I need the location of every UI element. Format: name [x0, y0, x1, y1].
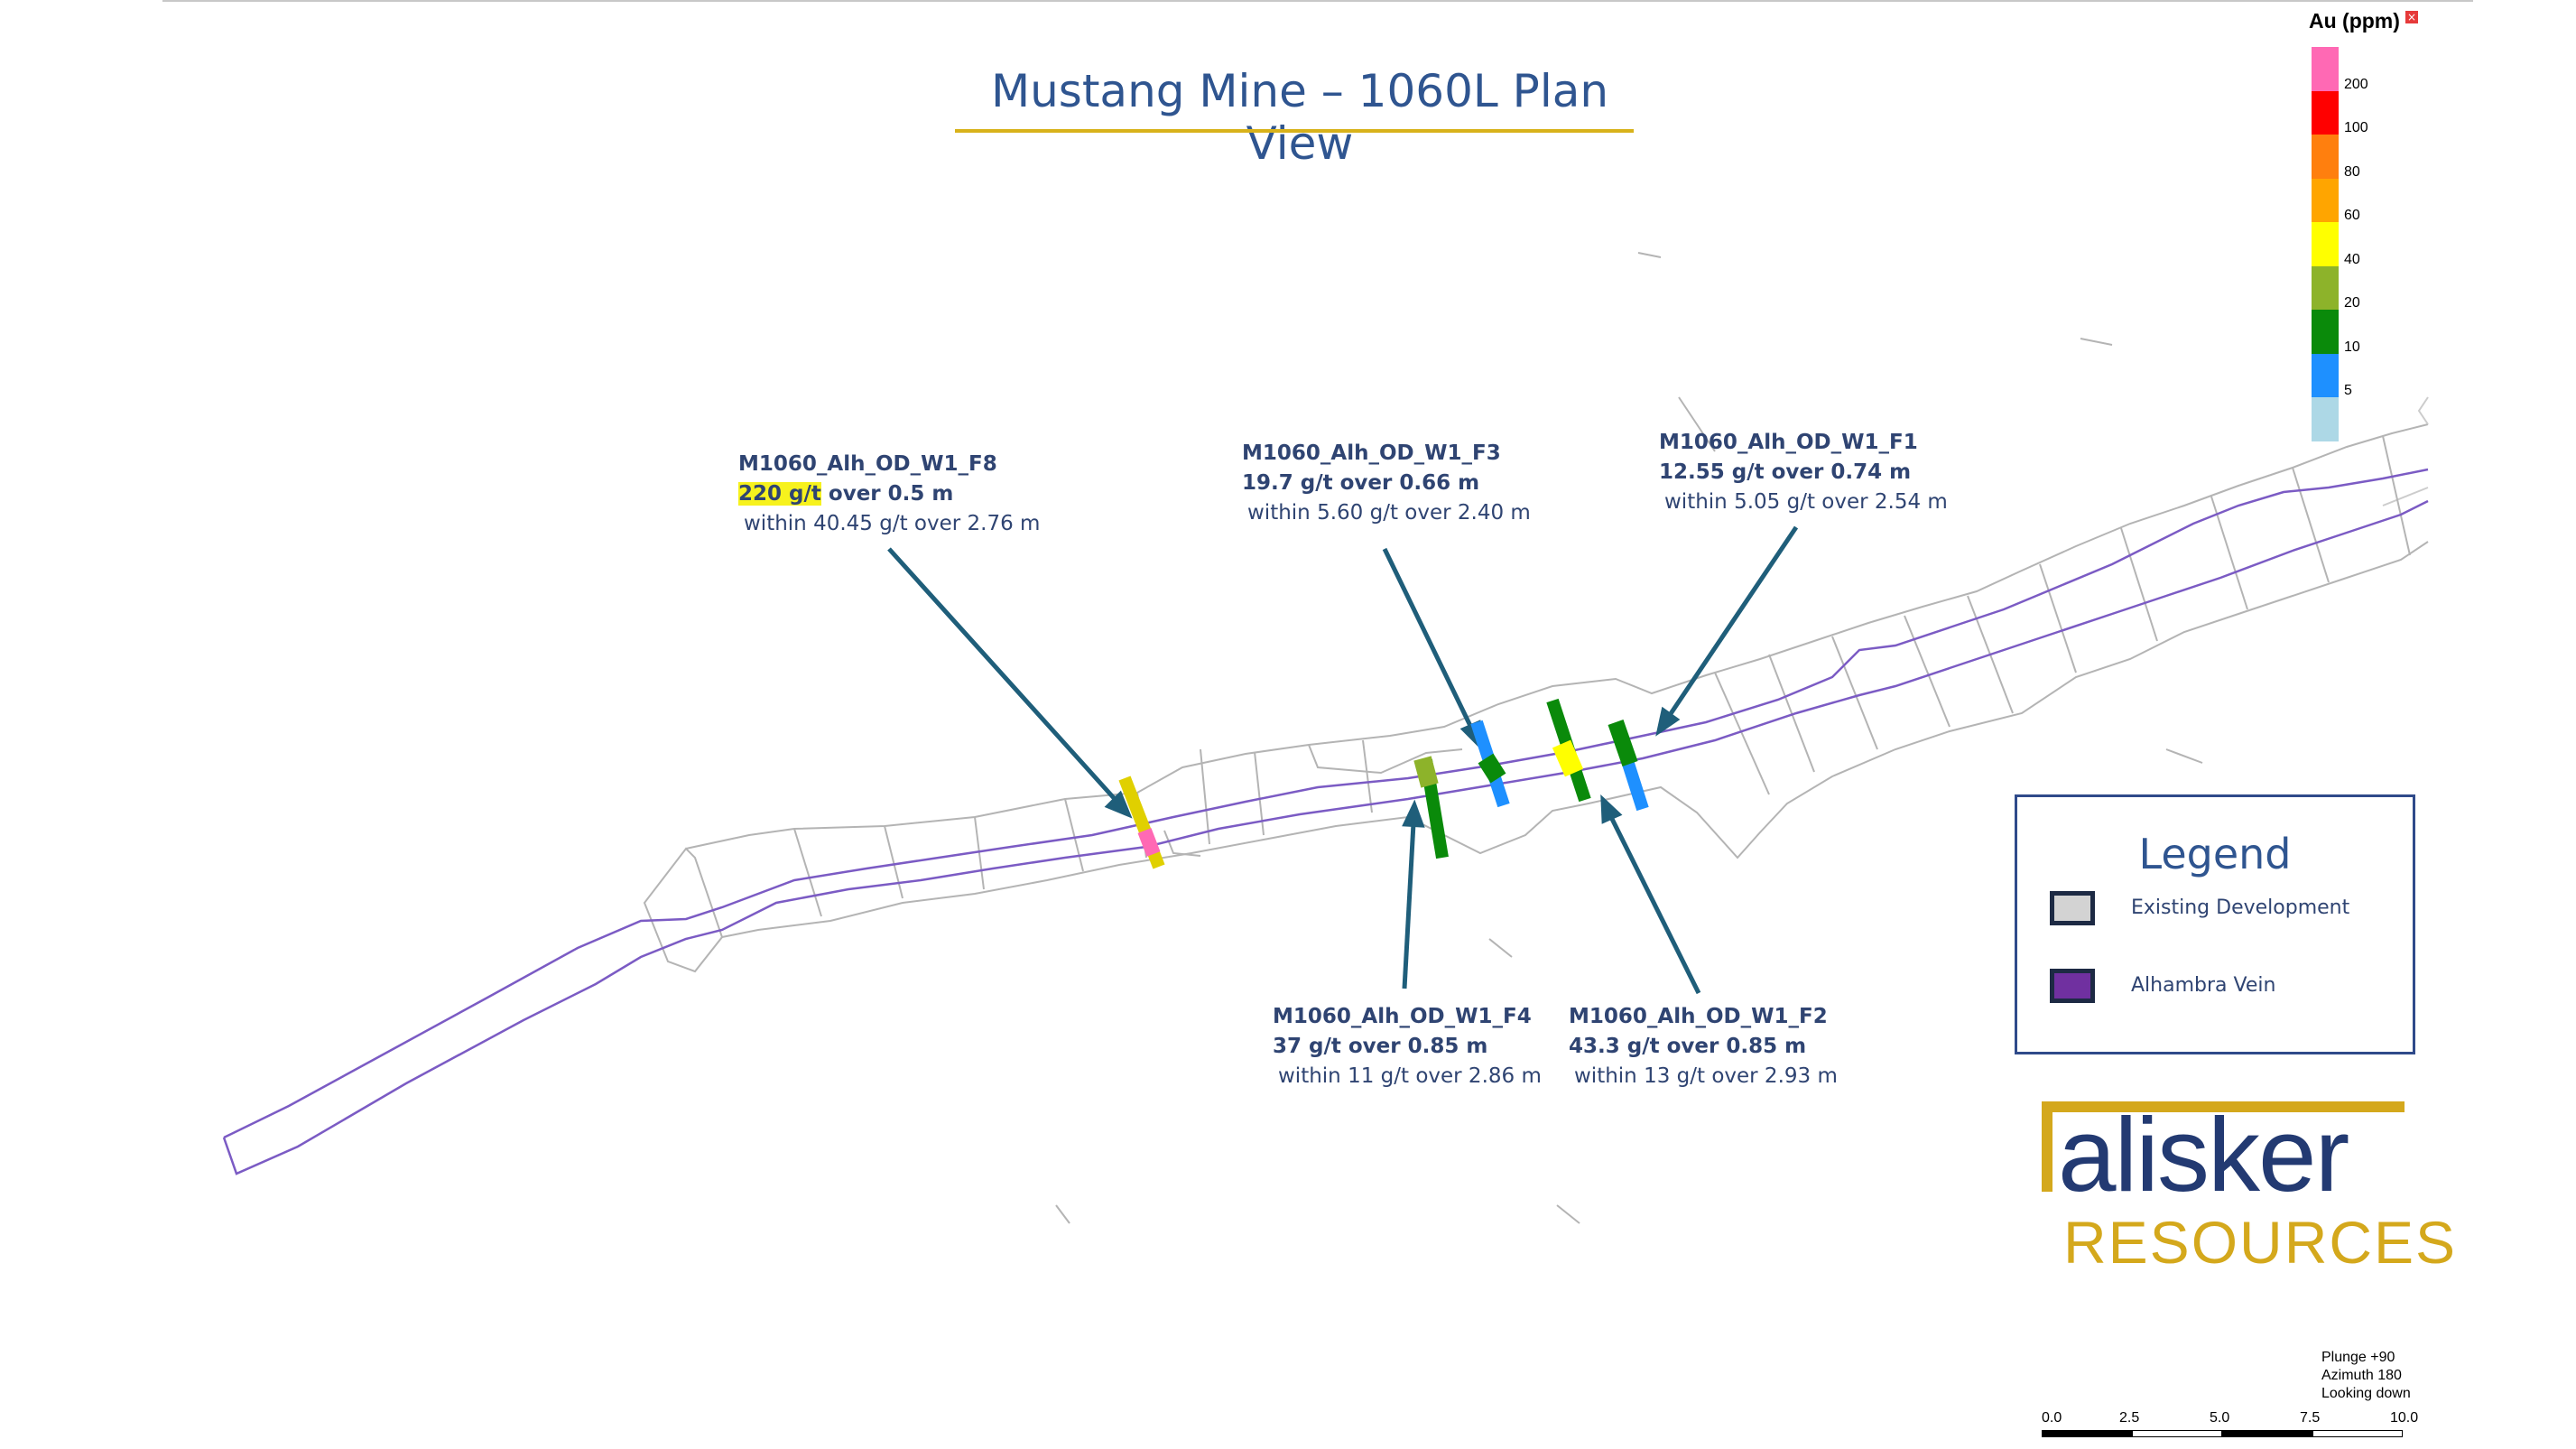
annotation-f8-grade-rest: over 0.5 m: [820, 482, 954, 506]
colorbar-swatch: [2312, 310, 2339, 354]
annotation-f3-within: within 5.60 g/t over 2.40 m: [1247, 501, 1531, 525]
view-plunge: Plunge +90: [2321, 1350, 2395, 1365]
annotation-f2-within: within 13 g/t over 2.93 m: [1574, 1064, 1838, 1088]
annotation-f3-grade: 19.7 g/t over 0.66 m: [1242, 471, 1480, 495]
development-cross-cuts: [793, 252, 2411, 1224]
annotation-f3-name: M1060_Alh_OD_W1_F3: [1242, 441, 1501, 465]
legend-swatch-existing-development: [2050, 891, 2095, 925]
scale-bar-segment: [2132, 1430, 2222, 1437]
drill-hole-f3: [1470, 720, 1510, 808]
annotation-f4: M1060_Alh_OD_W1_F4 37 g/t over 0.85 m wi…: [1273, 1002, 1542, 1091]
logo-brand: alisker: [2058, 1096, 2349, 1213]
colorbar-swatch: [2312, 222, 2339, 266]
logo-t-stem: [2042, 1112, 2052, 1192]
colorbar-close-icon[interactable]: ×: [2405, 11, 2418, 23]
annotation-f1: M1060_Alh_OD_W1_F1 12.55 g/t over 0.74 m…: [1659, 428, 1948, 517]
annotation-f1-grade: 12.55 g/t over 0.74 m: [1659, 460, 1912, 484]
colorbar-tick-label: 10: [2344, 339, 2360, 355]
scale-bar-segment: [2042, 1430, 2132, 1437]
logo-t-bar: [2042, 1101, 2405, 1112]
view-looking: Looking down: [2321, 1386, 2411, 1401]
view-orientation: Plunge +90 Azimuth 180 Looking down: [2321, 1349, 2411, 1403]
colorbar-swatch: [2312, 178, 2339, 223]
drill-hole-f8: [1118, 776, 1165, 869]
annotation-f8: M1060_Alh_OD_W1_F8 220 g/t over 0.5 m wi…: [738, 450, 1040, 539]
colorbar-swatch: [2312, 47, 2339, 91]
colorbar-tick-label: 60: [2344, 208, 2360, 223]
annotation-f8-name: M1060_Alh_OD_W1_F8: [738, 452, 997, 476]
annotation-f3: M1060_Alh_OD_W1_F3 19.7 g/t over 0.66 m …: [1242, 439, 1531, 528]
view-azimuth: Azimuth 180: [2321, 1368, 2402, 1383]
scale-bar-label: 5.0: [2210, 1410, 2230, 1426]
drill-intersections: [1118, 698, 1649, 869]
legend-box: Legend Existing Development Alhambra Vei…: [2015, 794, 2415, 1054]
colorbar-swatch: [2312, 135, 2339, 179]
scale-bar-label: 0.0: [2042, 1410, 2062, 1426]
alhambra-vein-traces: [222, 468, 2429, 1175]
page-title: Mustang Mine – 1060L Plan View: [990, 65, 1609, 170]
annotation-f1-name: M1060_Alh_OD_W1_F1: [1659, 431, 1918, 454]
drill-hole-f2: [1546, 698, 1591, 803]
title-underline: [955, 129, 1634, 133]
colorbar-tick-label: 100: [2344, 120, 2368, 135]
annotation-f4-grade: 37 g/t over 0.85 m: [1273, 1035, 1488, 1058]
annotation-f8-within: within 40.45 g/t over 2.76 m: [744, 512, 1041, 535]
drill-hole-f4: [1413, 756, 1449, 859]
leader-arrows: [887, 525, 1799, 995]
colorbar-swatch: [2312, 90, 2339, 135]
annotation-f2-name: M1060_Alh_OD_W1_F2: [1569, 1005, 1828, 1028]
legend-swatch-alhambra-vein: [2050, 969, 2095, 1003]
scale-bar-segment: [2222, 1430, 2312, 1437]
colorbar-tick-label: 200: [2344, 76, 2368, 92]
colorbar-tick-label: 20: [2344, 295, 2360, 311]
legend-label-existing-development: Existing Development: [2131, 896, 2350, 919]
colorbar-tick-label: 40: [2344, 251, 2360, 267]
logo-subtitle: RESOURCES: [2063, 1209, 2458, 1276]
scale-bar-segment: [2312, 1430, 2403, 1437]
annotation-f2: M1060_Alh_OD_W1_F2 43.3 g/t over 0.85 m …: [1569, 1002, 1838, 1091]
legend-label-alhambra-vein: Alhambra Vein: [2131, 974, 2276, 997]
legend-title: Legend: [2138, 830, 2292, 878]
annotation-f2-grade: 43.3 g/t over 0.85 m: [1569, 1035, 1807, 1058]
colorbar-tick-label: 80: [2344, 163, 2360, 180]
colorbar-title: Au (ppm): [2309, 9, 2400, 33]
annotation-f8-grade: 220 g/t over 0.5 m: [738, 479, 1040, 509]
top-border: [162, 0, 2473, 2]
scale-bar-label: 2.5: [2119, 1410, 2140, 1426]
annotation-f4-within: within 11 g/t over 2.86 m: [1278, 1064, 1542, 1088]
annotation-f8-highlight: 220 g/t: [738, 482, 821, 506]
drill-hole-f1: [1608, 720, 1649, 812]
annotation-f4-name: M1060_Alh_OD_W1_F4: [1273, 1005, 1532, 1028]
scale-bar-label: 10.0: [2390, 1410, 2419, 1426]
colorbar-swatch: [2312, 265, 2339, 311]
talisker-logo: alisker RESOURCES: [2038, 1096, 2455, 1280]
scale-bar-label: 7.5: [2300, 1410, 2321, 1426]
colorbar-tick-label: 5: [2344, 383, 2352, 398]
annotation-f1-within: within 5.05 g/t over 2.54 m: [1664, 490, 1948, 514]
colorbar-swatch: [2312, 353, 2339, 398]
colorbar-swatch: [2312, 397, 2339, 441]
